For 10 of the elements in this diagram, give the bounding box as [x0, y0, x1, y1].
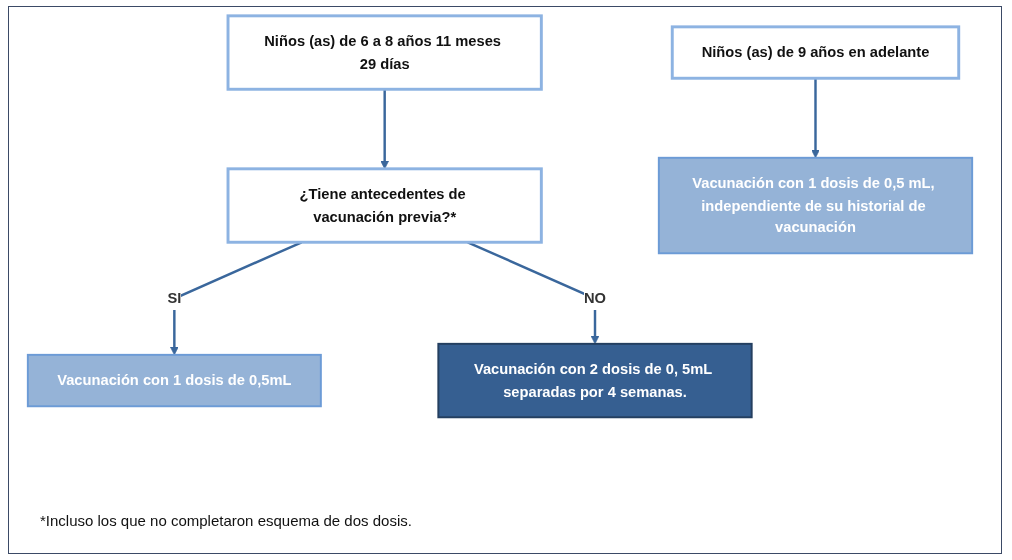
- node-box: Vacunación con 2 dosis de 0, 5mL separadas por 4 semanas.: [437, 342, 753, 419]
- edge-label: SI: [167, 289, 182, 307]
- footnote: *Incluso los que no completaron esquema de dos dosis.: [40, 512, 412, 529]
- node-box: Niños (as) de 9 años en adelante: [670, 25, 961, 80]
- arrow: [811, 78, 820, 159]
- node-box: Vacunación con 1 dosis de 0,5mL: [26, 353, 322, 408]
- edge-label: NO: [583, 289, 607, 307]
- node-box: Vacunación con 1 dosis de 0,5 mL, independiente de su historial de vacunación: [657, 156, 974, 255]
- node-box: Niños (as) de 6 a 8 años 11 meses 29 días: [226, 14, 543, 91]
- node-box: ¿Tiene antecedentes de vacunación previa?*: [226, 167, 543, 244]
